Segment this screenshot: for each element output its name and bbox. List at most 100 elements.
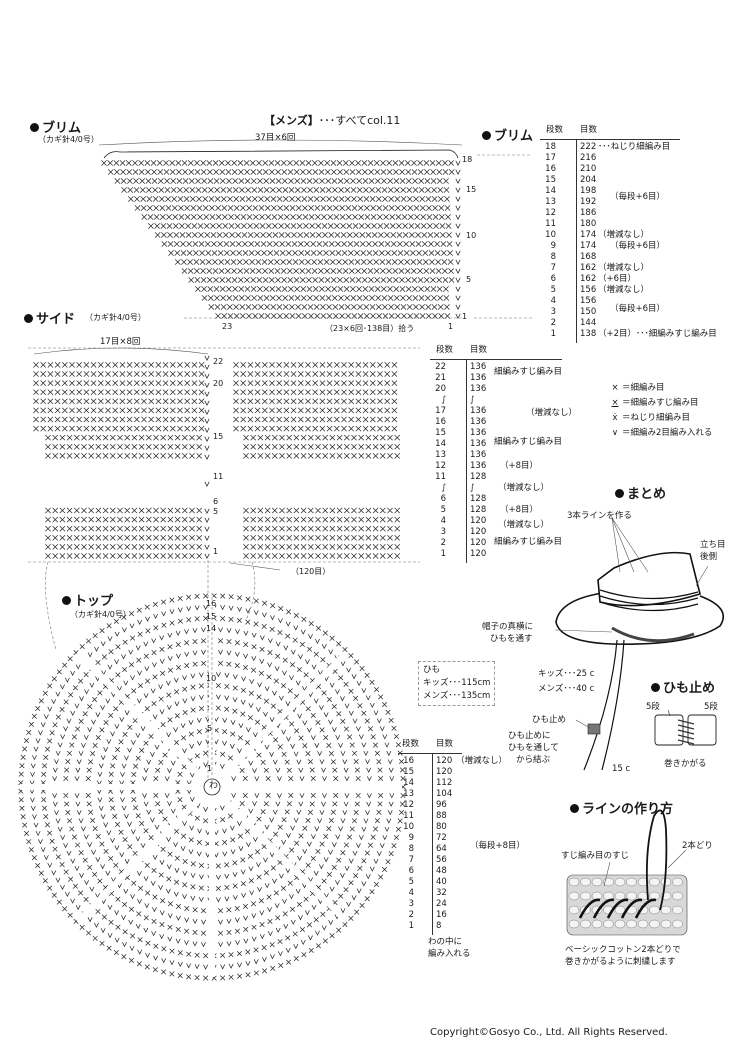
top-increase (254, 793, 260, 799)
side-stitch (297, 416, 304, 423)
top-increase (308, 634, 313, 640)
top-stitch (82, 711, 88, 717)
side-stitch (105, 416, 111, 423)
side-stitch (247, 398, 254, 405)
side-stitch (131, 553, 138, 559)
top-increase (340, 751, 346, 757)
line-fabric-stitch (580, 877, 591, 887)
top-increase (241, 893, 247, 899)
top-increase (226, 941, 232, 947)
side-stitch (148, 380, 155, 386)
top-stitch (92, 825, 98, 832)
top-increase (308, 935, 313, 941)
side-stitch (162, 380, 169, 386)
side-stitch (33, 425, 39, 432)
side-table-row-count: 120 (470, 538, 487, 548)
top-increase (154, 824, 160, 830)
top-stitch (215, 863, 221, 869)
top-stitch (215, 885, 221, 891)
brim-stitch (447, 259, 454, 265)
side-stitch (153, 453, 159, 459)
brim-stitch (188, 169, 195, 175)
brim-stitch (286, 250, 292, 256)
side-stitch (196, 453, 203, 459)
brim-stitch (233, 196, 240, 202)
top-stitch (135, 755, 141, 761)
brim-stitch (127, 196, 134, 202)
top-stitch (236, 617, 243, 623)
top-increase (98, 763, 104, 769)
top-stitch (90, 817, 96, 824)
side-stitch (250, 443, 257, 450)
top-stitch (302, 825, 308, 831)
top-increase (136, 698, 142, 704)
top-stitch (323, 833, 329, 839)
top-increase (228, 963, 234, 969)
side-stitch (61, 371, 68, 377)
brim-stitch (334, 223, 340, 229)
brim-stitch (396, 223, 402, 229)
side-stitch (153, 544, 159, 550)
top-segment-gap (75, 791, 208, 924)
top-stitch (20, 754, 26, 760)
side-stitch (379, 525, 386, 532)
side-stitch (283, 362, 290, 368)
top-increase (30, 805, 36, 812)
side-stitch (184, 371, 191, 377)
brim-stitch (427, 232, 434, 238)
cord-title: ひも (423, 665, 441, 675)
side-stitch (54, 362, 61, 368)
brim-stitch (251, 295, 258, 301)
top-stitch (132, 850, 138, 856)
brim-stitch (295, 196, 302, 202)
side-stitch (240, 416, 247, 423)
side-stitch (319, 416, 326, 423)
brim-stitch (364, 214, 371, 220)
top-increase (232, 697, 238, 703)
brim-stitch (369, 295, 375, 301)
side-stitch (286, 443, 293, 450)
side-stitch (240, 407, 247, 414)
top-increase (335, 734, 341, 741)
side-stitch (69, 425, 75, 432)
brim-stitch (252, 205, 259, 211)
matome-through2: ひもを通す (490, 634, 533, 644)
brim-stitch (187, 268, 194, 274)
side-stitch (300, 453, 307, 459)
top-stitch (388, 717, 394, 723)
brim-stitch (227, 313, 234, 319)
top-increase (173, 891, 179, 897)
himodome-whip-stitch (677, 739, 695, 745)
brim-table-row-count: 162 (580, 263, 597, 273)
side-stitch (160, 434, 167, 441)
matome-tie2: ひもを通して (508, 743, 559, 753)
brim-stitch (393, 295, 400, 301)
top-stitch (71, 734, 77, 740)
brim-stitch (275, 286, 282, 292)
top-increase (135, 732, 141, 739)
side-stitch (90, 425, 97, 432)
side-increase (204, 373, 210, 379)
brim-stitch (436, 178, 443, 184)
brim-heading: ブリム (30, 117, 81, 136)
side-table-row-count: 136 (470, 362, 487, 372)
brim-stitch (362, 169, 368, 175)
brim-stitch (448, 277, 455, 283)
side-stitch (365, 525, 372, 532)
side-stitch (372, 434, 379, 441)
top-stitch (224, 862, 230, 868)
matome-kids-len: キッズ･･･25 c (538, 669, 595, 679)
brim-stitch (226, 187, 233, 193)
top-increase (387, 810, 393, 816)
brim-stitch (269, 169, 275, 175)
top-stitch (101, 914, 107, 920)
top-stitch (113, 706, 119, 712)
brim-stitch (384, 241, 391, 247)
side-stitch (83, 389, 90, 396)
brim-table-row-count: 216 (580, 153, 597, 163)
top-stitch (145, 940, 151, 946)
brim-table-row-num: 6 (550, 274, 556, 284)
side-stitch (319, 389, 326, 396)
top-increase (251, 656, 257, 662)
top-increase (159, 934, 165, 940)
